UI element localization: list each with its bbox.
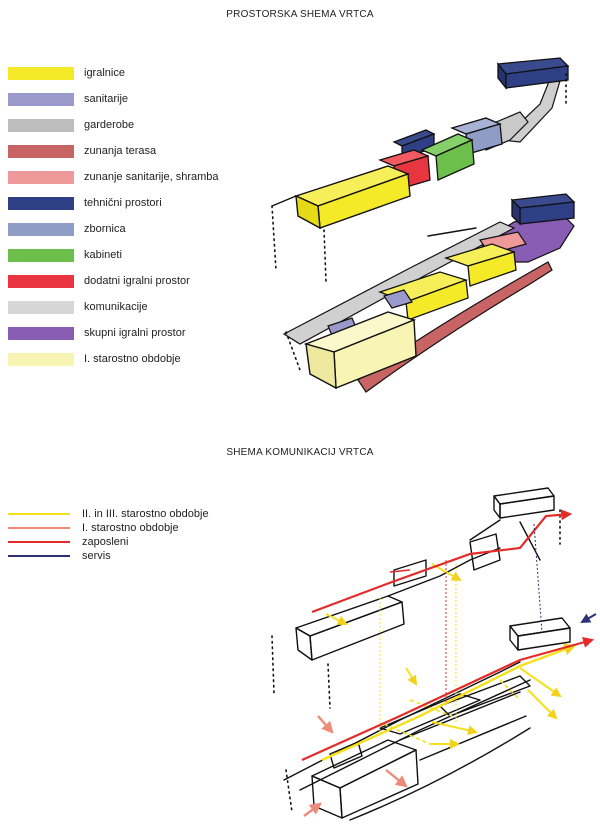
spatial-legend: igralnice sanitarije garderobe zunanja t… [8, 60, 268, 372]
legend-item-sanitarije: sanitarije [8, 86, 268, 112]
flow-pink-entry-1 [317, 715, 334, 734]
legend-swatch [8, 92, 74, 106]
legend-item-kabineti: kabineti [8, 242, 268, 268]
legend-swatch [8, 66, 74, 80]
legend-line [8, 527, 70, 529]
legend-item-skupni-igralni-prostor: skupni igralni prostor [8, 320, 268, 346]
legend-line [8, 541, 70, 543]
legend-swatch [8, 144, 74, 158]
circulation-sketch-upper [271, 487, 561, 709]
legend-label: kabineti [84, 249, 122, 261]
legend-item-i-starostno-obdobje: I. starostno obdobje [8, 346, 268, 372]
legend-swatch [8, 118, 74, 132]
legend-label: igralnice [84, 67, 125, 79]
legend-line-item: II. in III. starostno obdobje [8, 507, 268, 521]
spatial-sketch-ground-floor [282, 193, 576, 393]
spatial-sketch-upper-floor [271, 57, 570, 283]
legend-item-garderobe: garderobe [8, 112, 268, 138]
flow-red-lower [301, 637, 595, 762]
flow-pink-entry-2 [385, 769, 408, 788]
legend-line-item: I. starostno obdobje [8, 521, 268, 535]
spatial-scheme-title: PROSTORSKA SHEMA VRTCA [226, 9, 374, 20]
legend-swatch [8, 222, 74, 236]
legend-swatch [8, 352, 74, 366]
legend-item-komunikacije: komunikacije [8, 294, 268, 320]
flow-yellow-main [321, 643, 577, 762]
legend-swatch [8, 300, 74, 314]
legend-item-zbornica: zbornica [8, 216, 268, 242]
circulation-scheme-title: SHEMA KOMUNIKACIJ VRTCA [226, 447, 374, 458]
legend-line-item: zaposleni [8, 535, 268, 549]
legend-label: komunikacije [84, 301, 148, 313]
legend-label: garderobe [84, 119, 135, 131]
flow-red-upper [311, 509, 573, 614]
legend-item-tehnicni-prostori: tehnični prostori [8, 190, 268, 216]
legend-item-zunanje-sanitarije: zunanje sanitarije, shramba [8, 164, 268, 190]
circulation-sketch-lower [283, 617, 571, 821]
legend-swatch [8, 170, 74, 184]
legend-label: I. starostno obdobje [84, 353, 181, 365]
flow-navy-service [580, 613, 597, 623]
legend-line [8, 513, 70, 515]
legend-label: servis [82, 550, 111, 562]
legend-label: II. in III. starostno obdobje [82, 508, 209, 520]
flow-pink-entry-3 [303, 802, 322, 817]
legend-item-dodatni-igralni-prostor: dodatni igralni prostor [8, 268, 268, 294]
legend-line-item: servis [8, 549, 268, 563]
legend-label: sanitarije [84, 93, 129, 105]
legend-label: I. starostno obdobje [82, 522, 179, 534]
legend-swatch [8, 274, 74, 288]
circulation-legend: II. in III. starostno obdobje I. starost… [8, 507, 268, 563]
legend-swatch [8, 196, 74, 210]
legend-label: dodatni igralni prostor [84, 275, 190, 287]
legend-swatch [8, 248, 74, 262]
legend-label: tehnični prostori [84, 197, 162, 209]
legend-label: zbornica [84, 223, 126, 235]
legend-line [8, 555, 70, 557]
legend-label: skupni igralni prostor [84, 327, 186, 339]
legend-label: zaposleni [82, 536, 129, 548]
legend-label: zunanje sanitarije, shramba [84, 171, 219, 183]
legend-item-zunanja-terasa: zunanja terasa [8, 138, 268, 164]
legend-swatch [8, 326, 74, 340]
circulation-flows [301, 509, 597, 817]
legend-item-igralnice: igralnice [8, 60, 268, 86]
legend-label: zunanja terasa [84, 145, 157, 157]
